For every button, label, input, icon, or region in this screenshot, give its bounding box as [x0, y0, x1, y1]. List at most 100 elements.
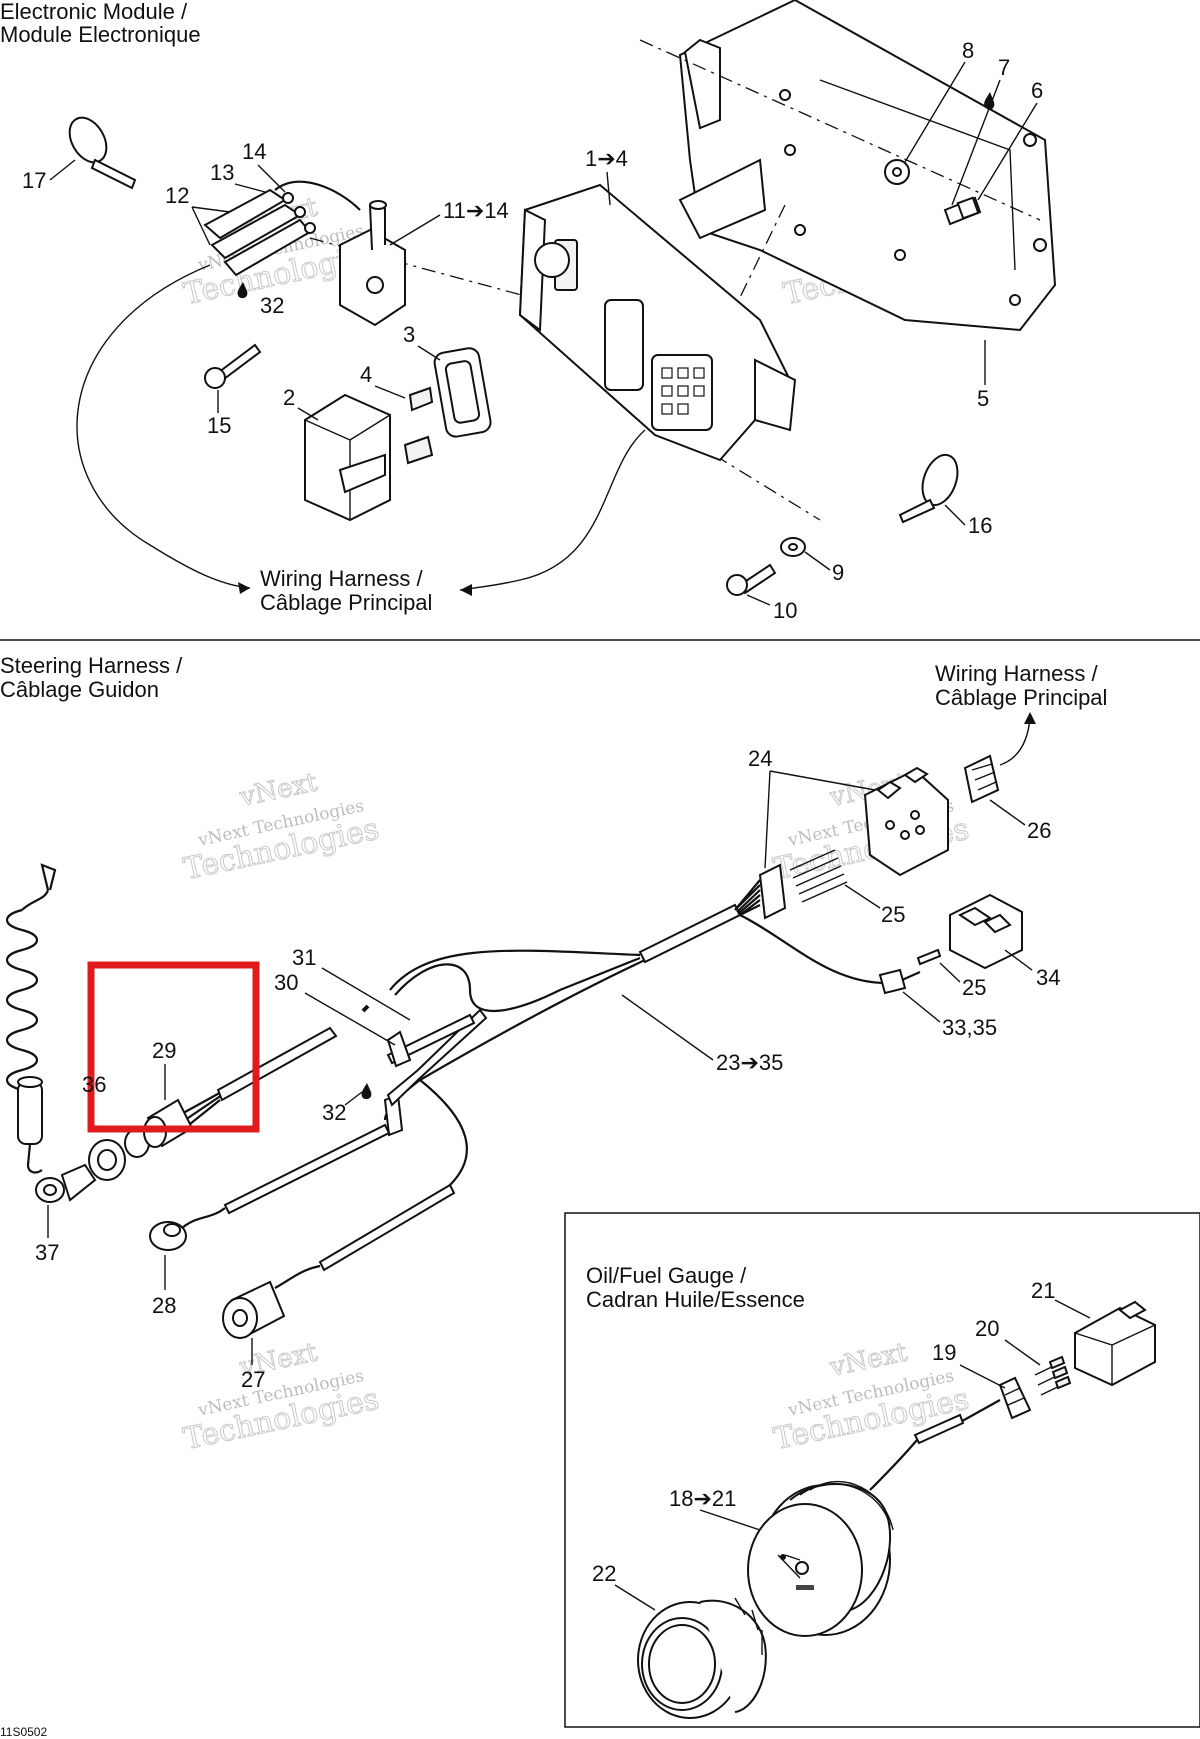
steering-harness-view: Wiring Harness / Câblage Principal 23➔35…: [5, 661, 1107, 1392]
callout-32-lower: 32: [322, 1100, 346, 1125]
oil-fuel-gauge-inset: Oil/Fuel Gauge / Cadran Huile/Essence: [564, 1212, 1200, 1728]
label-wiring-harness-top: Wiring Harness /: [260, 566, 423, 591]
switch-nut: [88, 1128, 150, 1181]
section-title-steering-harness: Steering Harness /: [0, 653, 183, 678]
seal-19: [998, 1376, 1032, 1420]
callouts-upper: 1➔4 2 3 4 5 6 7 8 9 10 11➔14 12 13: [22, 38, 1043, 623]
watermarks: vNext vNext Technologies Technologies vN…: [180, 192, 982, 1458]
harness-arrow-up: [999, 717, 1031, 766]
callout-11-14: 11➔14: [443, 198, 509, 223]
callout-7: 7: [998, 55, 1010, 80]
callout-12: 12: [165, 183, 189, 208]
callout-16: 16: [968, 513, 992, 538]
label-oil-fuel-gauge: Oil/Fuel Gauge /: [586, 1263, 747, 1288]
callout-2: 2: [283, 385, 295, 410]
tie-wrap-17: [68, 116, 137, 190]
callout-15: 15: [207, 413, 231, 438]
screw-10: [726, 563, 777, 596]
connector-34: [949, 893, 1023, 970]
callout-21: 21: [1031, 1278, 1055, 1303]
pins-20: [1034, 1355, 1072, 1396]
callout-27: 27: [241, 1367, 265, 1392]
connector-housing: [339, 200, 406, 327]
callout-10: 10: [773, 598, 797, 623]
section-title-electronic-module: Electronic Module /: [0, 0, 188, 24]
label-wiring-harness-right: Wiring Harness /: [935, 661, 1098, 686]
part-30-31: [361, 1004, 476, 1068]
gauge-sleeve: [913, 1413, 965, 1445]
callout-25-upper: 25: [881, 902, 905, 927]
callouts-lower: 23➔35 24 25 25 26 27 28 29 30 31 32 33,3…: [35, 746, 1060, 1392]
figure-code: 11S0502: [0, 1725, 47, 1739]
washer-8: [884, 159, 910, 185]
section-subtitle-electronic-module: Module Electronique: [0, 22, 201, 47]
callout-32-upper: 32: [260, 293, 284, 318]
sensor-27: [222, 1280, 286, 1339]
callout-20: 20: [975, 1316, 999, 1341]
callout-37: 37: [35, 1240, 59, 1265]
seal-plug-26: [963, 754, 1000, 804]
tie-wrap-16: [898, 453, 959, 524]
callout-5: 5: [977, 386, 989, 411]
assembly-line-4: [689, 439, 821, 521]
harness-arrowhead-up: [1024, 712, 1036, 724]
callout-19: 19: [932, 1340, 956, 1365]
callout-31: 31: [292, 945, 316, 970]
callout-24: 24: [748, 746, 772, 771]
fuses: [403, 386, 434, 465]
callout-17: 17: [22, 168, 46, 193]
watermark-bottom-right-1: vNext: [826, 1337, 910, 1383]
callout-4: 4: [360, 362, 372, 387]
callout-1-4: 1➔4: [585, 146, 628, 171]
callout-9: 9: [832, 560, 844, 585]
connector-24: [758, 766, 949, 920]
highlight-box-part-29: [87, 961, 260, 1133]
harness-arrow-right: [459, 429, 646, 591]
callout-30: 30: [274, 970, 298, 995]
wire-terminals: [203, 180, 361, 277]
gauge-18: [747, 1480, 894, 1637]
callout-26: 26: [1027, 818, 1051, 843]
callout-23-35: 23➔35: [716, 1050, 783, 1075]
watermark-mid-left-1: vNext: [236, 767, 320, 813]
inset-frame: [564, 1212, 1200, 1728]
washer-9: [780, 537, 806, 557]
callout-29: 29: [152, 1038, 176, 1063]
threadlocker-drop-32-lower: [361, 1083, 372, 1100]
callout-8: 8: [962, 38, 974, 63]
mounting-bracket: [678, 0, 1057, 332]
section-subtitle-steering-harness: Câblage Guidon: [0, 677, 159, 702]
threadlocker-drop-7: [984, 92, 995, 110]
connector-21: [1074, 1300, 1156, 1387]
pins-25: [789, 849, 848, 903]
callout-36: 36: [82, 1072, 106, 1097]
callout-28: 28: [152, 1293, 176, 1318]
callout-14: 14: [242, 139, 266, 164]
harness-arrowhead-right: [460, 584, 472, 596]
label-wiring-harness-top-fr: Câblage Principal: [260, 590, 432, 615]
screw-15: [204, 343, 262, 389]
callout-6: 6: [1031, 78, 1043, 103]
callout-18-21: 18➔21: [669, 1486, 736, 1511]
label-oil-fuel-gauge-fr: Cadran Huile/Essence: [586, 1287, 805, 1312]
electronic-module: [518, 183, 797, 462]
switch-29: [143, 1026, 338, 1148]
callout-33-35: 33,35: [942, 1015, 997, 1040]
ring-terminal-28: [149, 1221, 187, 1251]
callout-25-lower: 25: [962, 975, 986, 1000]
seal: [433, 347, 492, 438]
pin-25-lower: [916, 948, 942, 966]
harness-main: [179, 879, 921, 1289]
electronic-module-view: Wiring Harness / Câblage Principal 1➔4 2…: [22, 0, 1057, 623]
threadlocker-drop-32-upper: [237, 282, 248, 299]
callout-22: 22: [592, 1561, 616, 1586]
screw-6: [943, 196, 982, 226]
label-wiring-harness-right-fr: Câblage Principal: [935, 685, 1107, 710]
tether-coil: [5, 863, 97, 1203]
bezel-ring-22: [637, 1597, 767, 1719]
relay: [304, 393, 391, 522]
callout-3: 3: [403, 322, 415, 347]
harness-arrow-left: [76, 264, 251, 589]
callout-34: 34: [1036, 965, 1060, 990]
